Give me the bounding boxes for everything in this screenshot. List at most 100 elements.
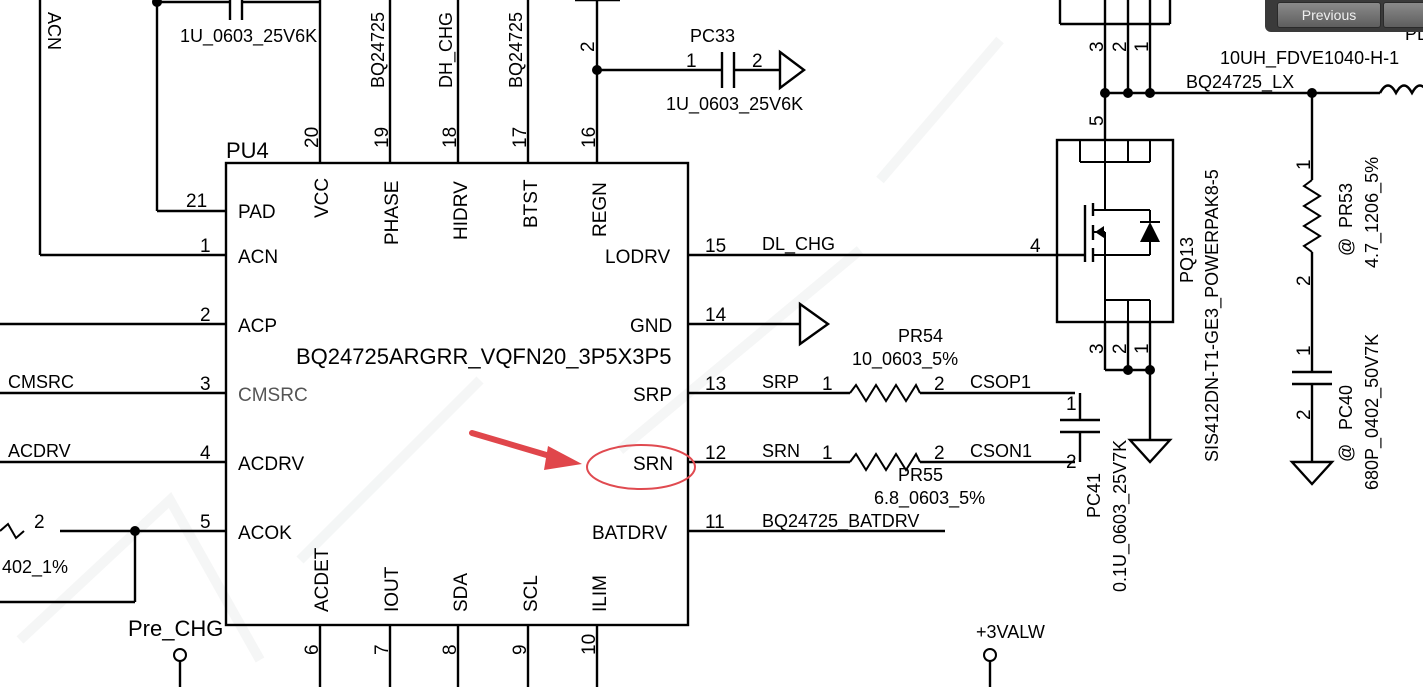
pin-label-btst: BTST <box>521 179 542 228</box>
pin-num-18: 18 <box>440 127 461 148</box>
net-label-cson1: CSON1 <box>970 441 1032 461</box>
pin-num-10: 10 <box>579 634 600 655</box>
pq13-pin2-bottom: 2 <box>1110 343 1131 354</box>
pc33-pin2: 2 <box>752 51 763 72</box>
pin-num-5: 5 <box>200 512 211 533</box>
pin-num-13: 13 <box>705 374 726 395</box>
pr54-pin2: 2 <box>934 374 945 395</box>
net-label-dl-chg: DL_CHG <box>762 234 835 255</box>
pin-label-sda: SDA <box>451 573 472 612</box>
pin-label-acp: ACP <box>238 316 277 337</box>
pr53-value: 4.7_1206_5% <box>1362 157 1383 268</box>
annotation-circle-srn <box>586 444 696 490</box>
right-pin-wires <box>688 253 1057 533</box>
pq13-pin5: 5 <box>1087 115 1108 126</box>
pin-num-8: 8 <box>440 644 461 655</box>
top-left-capacitor <box>152 0 320 211</box>
pc33-pin2-on-regn: 2 <box>578 41 599 52</box>
pin-label-iout: IOUT <box>382 566 403 612</box>
pin-num-16: 16 <box>579 127 600 148</box>
pin-num-11: 11 <box>705 512 725 533</box>
pc41-pin1: 1 <box>1066 394 1077 415</box>
pq13-pin1-bottom: 1 <box>1132 343 1153 354</box>
net-label-acdrv: ACDRV <box>8 441 71 461</box>
pin-label-acdrv: ACDRV <box>238 454 304 475</box>
pin-num-2: 2 <box>200 305 211 326</box>
net-label-batdrv: BQ24725_BATDRV <box>762 511 919 532</box>
pre-chg-flag <box>173 648 187 687</box>
nav-bar: Previous <box>1265 0 1423 32</box>
left-res-pin2: 2 <box>34 512 45 533</box>
lx-node <box>1150 84 1423 98</box>
valw-flag <box>983 648 997 687</box>
bottom-pin-wires <box>318 625 599 687</box>
pc33-capacitor <box>575 0 806 91</box>
pr53-pin1: 1 <box>1294 159 1315 170</box>
pq13-pin3-bottom: 3 <box>1087 343 1108 354</box>
net-label-pre-chg: Pre_CHG <box>128 616 223 641</box>
pin-num-6: 6 <box>302 644 323 655</box>
net-label-acn: ACN <box>44 12 64 50</box>
pr53-ref: PR53 <box>1336 183 1356 228</box>
net-label-bq24725-btst: BQ24725 <box>506 12 526 88</box>
snubber-rc <box>1289 93 1335 486</box>
pr55-resistor <box>849 451 1075 472</box>
pin-num-12: 12 <box>705 443 726 464</box>
pc41-pin2: 2 <box>1066 452 1077 473</box>
pin-label-hidrv: HIDRV <box>451 181 472 240</box>
pin-num-19: 19 <box>372 127 393 148</box>
pq13-value: SIS412DN-T1-GE3_POWERPAK8-5 <box>1202 169 1223 462</box>
pq13-pin1-top: 1 <box>1132 41 1153 52</box>
pq13-pin2-top: 2 <box>1110 41 1131 52</box>
pc41-ref: PC41 <box>1084 473 1104 518</box>
net-label-srp: SRP <box>762 372 799 392</box>
previous-button-label: Previous <box>1301 7 1357 23</box>
pin-num-15: 15 <box>705 236 726 257</box>
inductor-value: 10UH_FDVE1040-H-1 <box>1220 48 1399 69</box>
pc40-at: @ <box>1336 444 1356 462</box>
cap-top-value: 1U_0603_25V6K <box>180 26 317 47</box>
pr54-value: 10_0603_5% <box>852 349 958 370</box>
pin-label-scl: SCL <box>521 575 542 612</box>
pin-label-batdrv: BATDRV <box>592 523 668 544</box>
pq13-pin3-top: 3 <box>1087 41 1108 52</box>
pin-label-ilim: ILIM <box>590 575 611 612</box>
net-label-dh-chg: DH_CHG <box>436 12 457 88</box>
gnd-symbol-pin14 <box>798 301 831 347</box>
pin-num-20: 20 <box>302 127 323 148</box>
pin-label-phase: PHASE <box>382 181 403 245</box>
top-pin-wires <box>318 0 599 163</box>
pc40-ref: PC40 <box>1336 385 1356 430</box>
pin-label-gnd: GND <box>630 316 672 337</box>
pin-label-lodrv: LODRV <box>605 247 670 268</box>
pr55-pin2: 2 <box>934 443 945 464</box>
pc40-pin2: 2 <box>1294 409 1315 420</box>
pr54-resistor <box>849 382 1075 403</box>
pin-label-srp: SRP <box>633 385 672 406</box>
pr55-value: 6.8_0603_5% <box>874 488 985 509</box>
net-label-3valw: +3VALW <box>976 622 1045 642</box>
pq13-ref: PQ13 <box>1177 237 1197 283</box>
pr54-ref: PR54 <box>898 326 943 346</box>
annotation-arrow <box>469 430 582 470</box>
next-button[interactable] <box>1383 2 1423 28</box>
pc40-value: 680P_0402_50V7K <box>1362 334 1383 490</box>
net-label-bq24725-phase: BQ24725 <box>368 12 388 88</box>
ic-part-number: BQ24725ARGRR_VQFN20_3P5X3P5 <box>296 344 671 369</box>
pin-label-acok: ACOK <box>238 523 292 544</box>
watermark <box>16 36 1004 663</box>
pin-label-pad: PAD <box>238 202 276 223</box>
pin-num-14: 14 <box>705 305 727 326</box>
pc33-value: 1U_0603_25V6K <box>666 94 803 115</box>
pin-num-4: 4 <box>200 443 211 464</box>
left-side-wires <box>0 0 140 604</box>
previous-button[interactable]: Previous <box>1277 2 1381 28</box>
pin-label-acn: ACN <box>238 247 278 268</box>
ic-ref: PU4 <box>226 138 269 163</box>
pr55-ref: PR55 <box>898 465 943 485</box>
net-label-cmsrc: CMSRC <box>8 372 74 392</box>
pin-label-cmsrc: CMSRC <box>238 385 308 406</box>
pin-label-acdet: ACDET <box>312 547 333 612</box>
net-label-srn: SRN <box>762 441 800 461</box>
left-res-value: 402_1% <box>2 557 68 578</box>
